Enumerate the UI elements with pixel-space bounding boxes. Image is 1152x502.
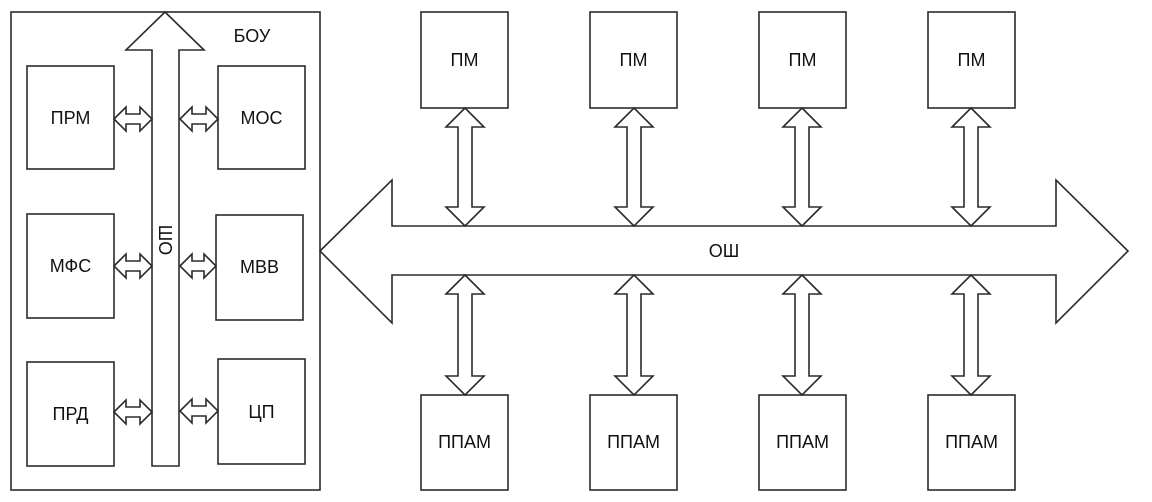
control-unit-label: БОУ (234, 26, 271, 46)
double-arrow-icon (178, 252, 218, 280)
module-label: МОС (241, 108, 283, 128)
module-prd: ПРД (26, 361, 115, 467)
module-box (420, 11, 509, 109)
module-label: ПРД (53, 404, 89, 424)
bus-connectors (444, 106, 992, 397)
module-mos: МОС (217, 65, 306, 170)
module-box (26, 361, 115, 467)
bottom-module-4: ППАМ (927, 394, 1016, 491)
double-arrow-icon (613, 273, 655, 397)
top-module-1: ПМ (420, 11, 509, 109)
module-label: ПМ (789, 50, 817, 70)
module-label: ЦП (248, 402, 274, 422)
double-arrow-icon (613, 106, 655, 228)
module-box (26, 65, 115, 170)
double-arrow-icon (444, 106, 486, 228)
double-arrow-icon (781, 106, 823, 228)
double-arrow-icon (950, 273, 992, 397)
module-cp: ЦП (217, 358, 306, 465)
internal-bus-label: ШО (155, 225, 175, 256)
double-arrow-icon (178, 397, 220, 425)
bottom-module-1: ППАМ (420, 394, 509, 491)
module-mvv: МВВ (215, 214, 304, 321)
module-prm: ПРМ (26, 65, 115, 170)
module-box (927, 11, 1016, 109)
double-arrow-icon (950, 106, 992, 228)
module-label: ПРМ (51, 108, 91, 128)
bottom-module-3: ППАМ (758, 394, 847, 491)
module-label: МФС (50, 256, 91, 276)
module-box (758, 394, 847, 491)
double-arrow-icon (112, 398, 154, 426)
double-arrow-icon (112, 105, 154, 133)
double-arrow-icon (781, 273, 823, 397)
module-mfs: МФС (26, 213, 115, 319)
double-arrow-icon (178, 105, 220, 133)
module-label: ППАМ (607, 432, 660, 452)
double-arrow-icon (444, 273, 486, 397)
internal-connectors (112, 105, 220, 426)
module-label: ПМ (958, 50, 986, 70)
module-box (589, 11, 678, 109)
top-module-3: ПМ (758, 11, 847, 109)
internal-bus-arrow (124, 10, 206, 467)
top-module-4: ПМ (927, 11, 1016, 109)
module-box (758, 11, 847, 109)
module-label: ПМ (620, 50, 648, 70)
module-box (215, 214, 304, 321)
bottom-module-2: ППАМ (589, 394, 678, 491)
module-label: ППАМ (438, 432, 491, 452)
system-bus-arrow (318, 178, 1130, 325)
module-label: МВВ (240, 257, 279, 277)
module-box (217, 65, 306, 170)
module-label: ПМ (451, 50, 479, 70)
module-box (927, 394, 1016, 491)
double-arrow-icon (112, 252, 154, 280)
system-bus-label: ОШ (709, 241, 740, 261)
module-label: ППАМ (945, 432, 998, 452)
top-module-2: ПМ (589, 11, 678, 109)
module-label: ППАМ (776, 432, 829, 452)
